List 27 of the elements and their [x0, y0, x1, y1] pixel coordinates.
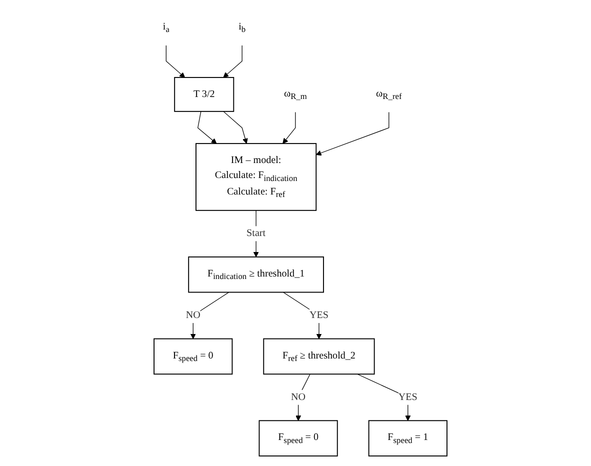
arrow: [253, 210, 259, 258]
arrow: [197, 111, 217, 144]
node-box: [188, 256, 324, 293]
edge-label: NO: [186, 310, 200, 321]
arrow: [296, 374, 310, 421]
edge-label: YES: [398, 392, 418, 402]
arrow: [357, 374, 411, 421]
edge-label: YES: [309, 310, 328, 321]
node-text: ω$_{R_ref}$: [376, 88, 402, 101]
node-box: [154, 338, 233, 375]
edge-label: NO: [291, 392, 306, 402]
arrow: [223, 111, 248, 144]
edge-label: Start: [246, 228, 266, 239]
arrow: [316, 112, 390, 156]
arrow: [166, 45, 186, 78]
node-text: i$_{a}$: [162, 21, 170, 34]
arrow: [190, 292, 230, 340]
node-box: [196, 143, 317, 211]
arrow: [223, 45, 242, 78]
node-box: [368, 420, 448, 456]
arrow: [282, 292, 322, 340]
node-box: [258, 420, 338, 456]
node-box: [263, 338, 375, 375]
node-text: i$_{b}$: [238, 21, 246, 34]
node-text: ω$_{R_m}$: [284, 88, 307, 101]
arrow: [282, 112, 296, 144]
node-box: [174, 77, 234, 112]
